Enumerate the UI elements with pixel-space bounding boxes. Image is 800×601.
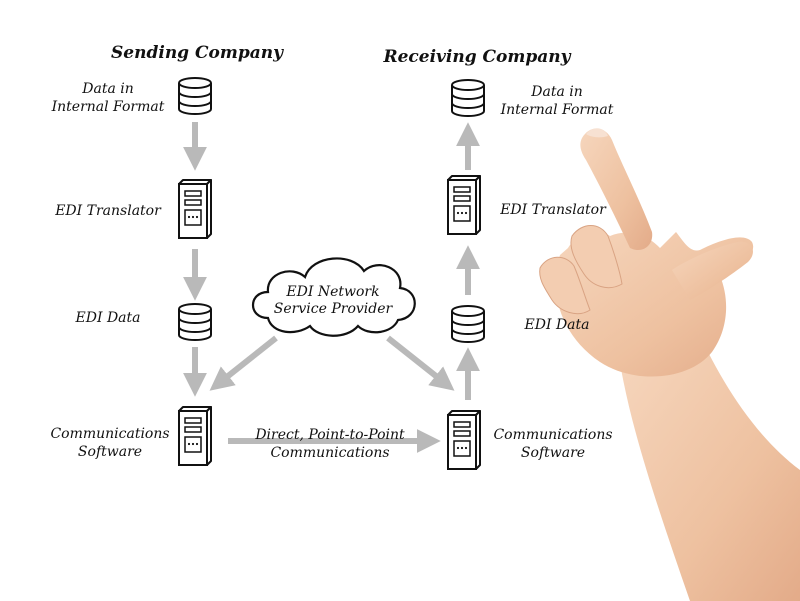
folded-finger-1 <box>539 256 591 315</box>
index-finger <box>580 128 653 251</box>
database-icon <box>451 305 485 343</box>
database-icon <box>178 303 212 341</box>
sending-company-heading: Sending Company <box>111 43 283 63</box>
sending-translator-label: EDI Translator <box>55 203 161 219</box>
direct-link-label-1: Direct, Point-to-Point <box>255 427 405 443</box>
network-label-2: Service Provider <box>273 301 393 317</box>
server-tower-icon <box>178 179 212 239</box>
arrow-network-to-sending-comm <box>209 335 278 391</box>
receiving-data-internal-label-1: Data in <box>531 84 583 100</box>
server-tower-icon <box>447 410 481 470</box>
arrow-network-to-receiving-comm <box>386 335 455 391</box>
receiving-comm-software-label-2: Software <box>520 445 586 461</box>
fingernail <box>586 128 608 138</box>
sending-comm-software-label-2: Software <box>77 444 143 460</box>
database-icon <box>178 77 212 115</box>
receiving-edi-data-label: EDI Data <box>524 317 590 333</box>
direct-link-label-2: Communications <box>270 445 390 461</box>
receiving-data-internal-label-2: Internal Format <box>500 102 614 118</box>
receiving-company-heading: Receiving Company <box>383 47 571 67</box>
network-arrows <box>209 335 455 453</box>
folded-finger-2 <box>570 225 623 289</box>
thumb <box>672 241 753 300</box>
cloud-icon <box>252 257 416 337</box>
forearm <box>618 350 800 601</box>
receiving-translator-label: EDI Translator <box>500 202 606 218</box>
receiving-comm-software-label-1: Communications <box>493 427 613 443</box>
sending-comm-software-label-1: Communications <box>50 426 170 442</box>
pointing-hand-image <box>539 128 800 601</box>
server-tower-icon <box>447 175 481 235</box>
sending-data-internal-label-2: Internal Format <box>51 99 165 115</box>
sending-data-internal-label-1: Data in <box>82 81 134 97</box>
sending-edi-data-label: EDI Data <box>75 310 141 326</box>
server-tower-icon <box>178 406 212 466</box>
network-label-1: EDI Network <box>286 284 380 300</box>
database-icon <box>451 79 485 117</box>
